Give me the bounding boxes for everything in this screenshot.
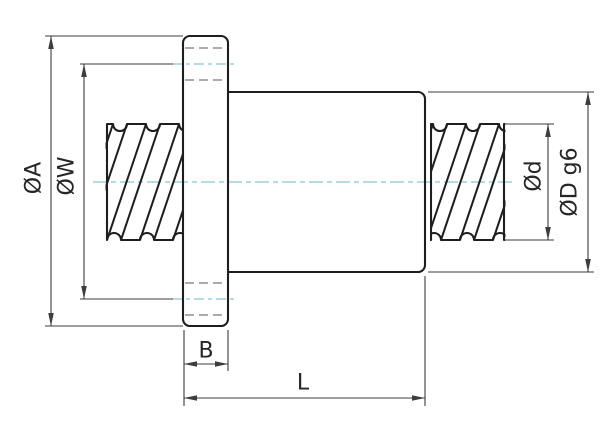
thread-flank-line	[492, 199, 506, 241]
screw-thread-left	[105, 122, 184, 242]
thread-flank-line	[430, 123, 448, 178]
nut-body-outline	[228, 90, 427, 274]
arrowhead	[412, 395, 425, 401]
screw-thread-right	[430, 122, 506, 242]
arrowhead	[585, 92, 591, 105]
label-bolt-circle-diameter: ØW	[55, 156, 80, 195]
label-screw-diameter: Ød	[522, 160, 547, 191]
dimension-nut-length: L	[184, 276, 426, 406]
thread-flank-line	[440, 123, 481, 241]
arrowhead	[585, 259, 591, 272]
dimension-screw-diameter: Ød	[506, 123, 554, 241]
label-flange-thickness: B	[198, 339, 213, 364]
thread-profile	[105, 122, 184, 242]
thread-flank-line	[105, 123, 114, 150]
arrowhead	[48, 36, 54, 49]
arrowhead	[215, 361, 228, 367]
thread-flank-line	[430, 123, 467, 235]
dimension-flange-thickness: B	[183, 330, 229, 406]
thread-flank-line	[473, 143, 506, 241]
flange-outline	[181, 34, 230, 328]
dimension-bolt-circle-diameter: ØW	[55, 63, 173, 300]
label-nut-body-diameter: ØD g6	[558, 147, 583, 216]
arrowhead	[184, 361, 197, 367]
arrowhead	[545, 227, 551, 240]
thread-flank-line	[459, 123, 500, 241]
arrowhead	[545, 124, 551, 137]
thread-flank-line	[172, 204, 184, 241]
part-outlines	[105, 34, 506, 328]
thread-flank-line	[139, 123, 180, 241]
dimensions: ØA ØW Ød ØD g6	[22, 35, 594, 406]
label-flange-outer-diameter: ØA	[22, 162, 47, 194]
bolt-hole-hidden-lines	[185, 47, 226, 316]
thread-flank-line	[105, 123, 128, 192]
label-nut-length: L	[297, 371, 310, 396]
thread-flank-line	[120, 123, 161, 241]
arrowhead	[81, 64, 87, 77]
arrowhead	[184, 395, 197, 401]
centerlines	[93, 63, 516, 300]
thread-flank-line	[153, 147, 184, 241]
dimension-nut-body-diameter: ØD g6	[428, 91, 594, 273]
dimension-flange-outer-diameter: ØA	[22, 35, 183, 327]
arrowhead	[48, 313, 54, 326]
arrowhead	[81, 286, 87, 299]
thread-flank-line	[106, 123, 147, 241]
